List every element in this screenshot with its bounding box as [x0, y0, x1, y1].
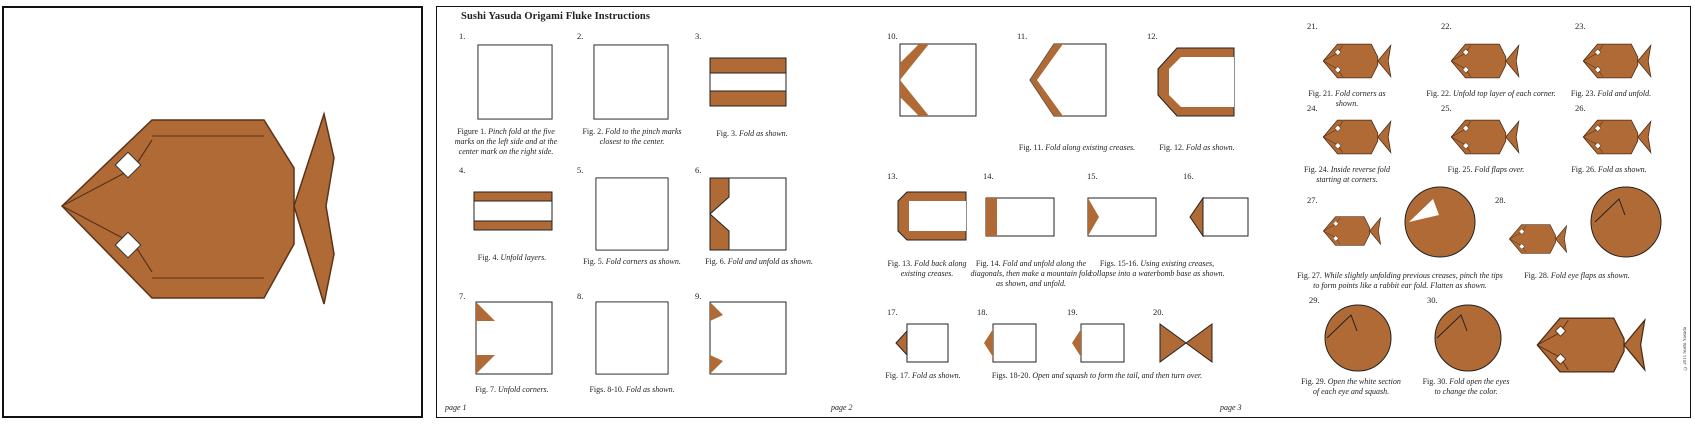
step-diagram [1450, 119, 1520, 155]
instruction-sheet: Sushi Yasuda Origami Fluke Instructions … [436, 6, 1691, 418]
final-fish-diagram [1536, 317, 1646, 373]
step-caption: Fig. 17. Fold as shown. [885, 371, 961, 380]
step-diagram [1322, 43, 1392, 79]
step-number: 7. [459, 291, 466, 301]
step-caption: Fig. 3. Fold as shown. [716, 129, 788, 138]
step-number: 12. [1147, 31, 1158, 41]
step-caption: Fig. 6. Fold and unfold as shown. [705, 257, 813, 266]
step-number: 9. [695, 291, 702, 301]
step-number: 6. [695, 165, 702, 175]
finished-fish-illustration [60, 111, 335, 305]
step-number: 10. [887, 31, 898, 41]
step-caption: Figs. 15-16. Using existing creases, col… [1089, 259, 1225, 278]
page-label: page 2 [831, 403, 853, 412]
step-number: 1. [459, 31, 466, 41]
step-diagram [475, 301, 553, 375]
copyright-notice: ©2011 Sushi Yasuda [1683, 327, 1688, 370]
step-number: 2. [577, 31, 584, 41]
step-diagram [1434, 304, 1502, 372]
step-caption: Fig. 27. While slightly unfolding previo… [1297, 271, 1503, 290]
step-diagram [1322, 119, 1392, 155]
step-number: 14. [983, 171, 994, 181]
step-caption: Fig. 24. Inside reverse fold starting at… [1304, 165, 1390, 184]
step-number: 5. [577, 165, 584, 175]
step-diagram-detail [1404, 186, 1476, 258]
step-diagram [1582, 119, 1652, 155]
step-diagram [1450, 43, 1520, 79]
step-caption: Fig. 25. Fold flaps over. [1447, 165, 1525, 174]
step-diagram [1029, 43, 1107, 117]
step-caption: Fig. 12. Fold as shown. [1159, 143, 1235, 152]
step-diagram [1189, 197, 1249, 237]
step-caption: Fig. 28. Fold eye flaps as shown. [1524, 271, 1630, 280]
step-caption: Fig. 11. Fold along existing creases. [1018, 143, 1136, 152]
step-number: 21. [1307, 21, 1318, 31]
step-diagram [1509, 224, 1567, 254]
step-number: 24. [1307, 103, 1318, 113]
step-diagram [1159, 323, 1213, 363]
step-caption: Figs. 8-10. Fold as shown. [589, 385, 675, 394]
step-caption: Fig. 30. Fold open the eyes to change th… [1422, 377, 1510, 396]
step-caption: Fig. 4. Unfold layers. [477, 253, 547, 262]
step-number: 30. [1427, 295, 1438, 305]
step-caption: Fig. 21. Fold corners as shown. [1308, 89, 1386, 108]
step-diagram [709, 57, 787, 107]
step-caption: Fig. 14. Fold and unfold along the diago… [970, 259, 1092, 288]
step-diagram [1157, 47, 1235, 117]
step-diagram [895, 323, 949, 363]
step-diagram [595, 301, 669, 375]
step-diagram [1072, 323, 1125, 363]
step-number: 11. [1017, 31, 1028, 41]
step-number: 3. [695, 31, 702, 41]
step-number: 16. [1183, 171, 1194, 181]
document-title: Sushi Yasuda Origami Fluke Instructions [461, 11, 651, 22]
finished-model-panel [2, 6, 423, 418]
step-caption: Fig. 22. Unfold top layer of each corner… [1426, 89, 1556, 98]
step-number: 4. [459, 165, 466, 175]
step-diagram [1087, 197, 1157, 237]
step-number: 8. [577, 291, 584, 301]
step-diagram [984, 323, 1037, 363]
step-caption: Figure 1. Pinch fold at the five marks o… [454, 127, 558, 156]
page-label: page 3 [1220, 403, 1242, 412]
step-diagram [595, 177, 669, 251]
step-diagram [593, 44, 669, 120]
step-caption: Figs. 18-20. Open and squash to form the… [991, 371, 1203, 380]
step-number: 19. [1067, 307, 1078, 317]
step-caption: Fig. 23. Fold and unfold. [1570, 89, 1652, 98]
step-diagram [709, 177, 787, 251]
step-number: 15. [1087, 171, 1098, 181]
step-diagram [473, 191, 553, 231]
step-number: 20. [1153, 307, 1164, 317]
step-caption: Fig. 7. Unfold corners. [475, 385, 549, 394]
step-number: 17. [887, 307, 898, 317]
step-diagram [709, 301, 787, 375]
step-number: 18. [977, 307, 988, 317]
step-caption: Fig. 13. Fold back along existing crease… [887, 259, 967, 278]
step-caption: Fig. 5. Fold corners as shown. [583, 257, 681, 266]
step-caption: Fig. 26. Fold as shown. [1571, 165, 1647, 174]
step-number: 26. [1575, 103, 1586, 113]
step-diagram [1324, 304, 1392, 372]
page-label: page 1 [445, 403, 467, 412]
step-diagram [899, 43, 977, 117]
step-number: 27. [1307, 195, 1318, 205]
step-number: 29. [1309, 295, 1320, 305]
step-diagram-detail [1590, 186, 1662, 258]
step-caption: Fig. 2. Fold to the pinch marks closest … [582, 127, 682, 146]
step-number: 25. [1441, 103, 1452, 113]
step-diagram [1582, 43, 1652, 79]
step-number: 23. [1575, 21, 1586, 31]
step-number: 28. [1495, 195, 1506, 205]
step-number: 22. [1441, 21, 1452, 31]
step-caption: Fig. 29. Open the white section of each … [1301, 377, 1401, 396]
step-diagram [477, 44, 553, 120]
step-diagram [897, 191, 967, 241]
step-number: 13. [887, 171, 898, 181]
step-diagram [1323, 216, 1381, 246]
step-diagram [985, 197, 1055, 237]
